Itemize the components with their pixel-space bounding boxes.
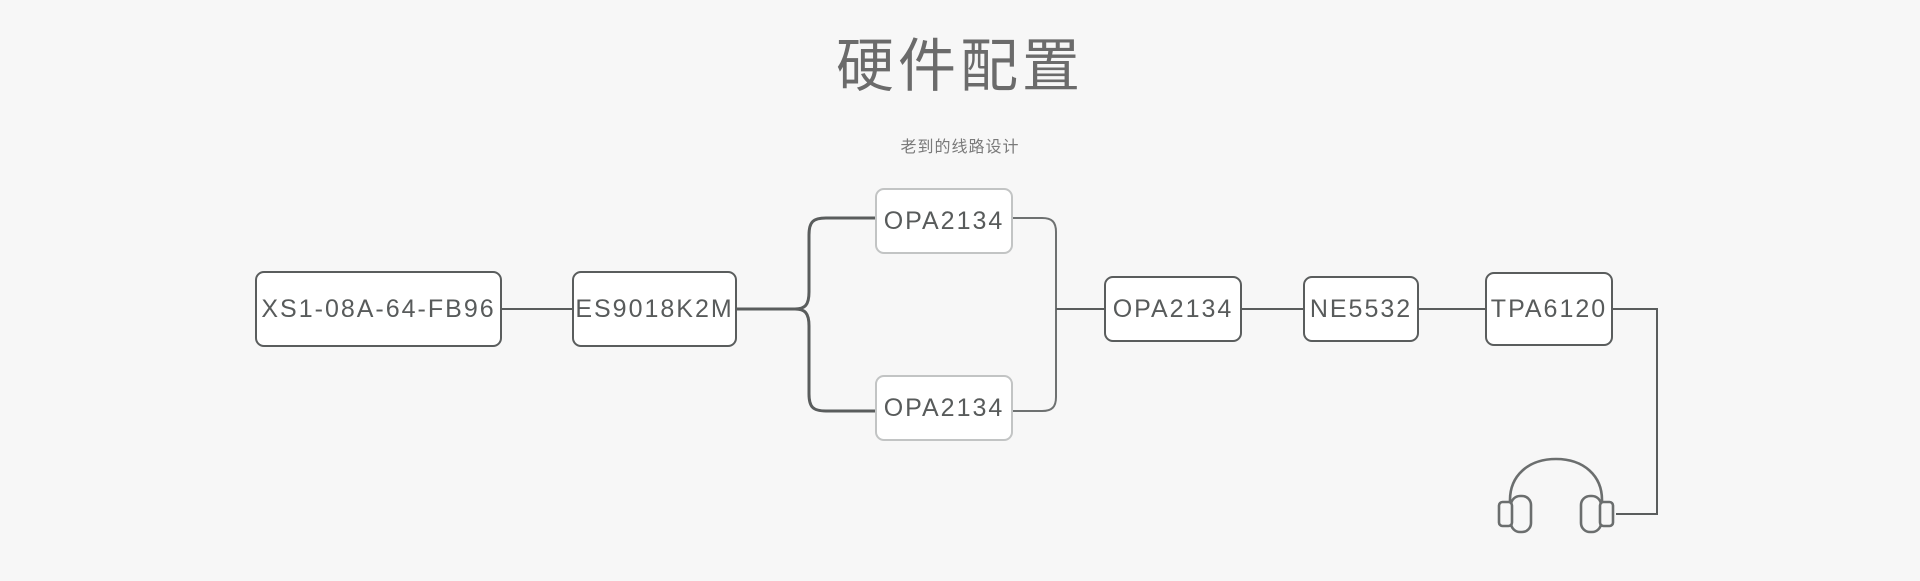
node-es9018k2m[interactable]: ES9018K2M [572, 271, 737, 347]
edge-tpa6120-to-headphone [1613, 308, 1658, 515]
edge-es9018-to-opa-bot [793, 307, 877, 413]
node-opa2134-bottom[interactable]: OPA2134 [875, 375, 1013, 441]
node-opa2134-mid[interactable]: OPA2134 [1104, 276, 1242, 342]
node-xs1-08a-64-fb96[interactable]: XS1-08A-64-FB96 [255, 271, 502, 347]
node-ne5532[interactable]: NE5532 [1303, 276, 1419, 342]
headphone-icon [1497, 457, 1615, 534]
node-tpa6120[interactable]: TPA6120 [1485, 272, 1613, 346]
edge-es9018-to-opa-top [793, 216, 877, 311]
edge-opa-bot-to-merge [1013, 309, 1057, 412]
node-opa2134-top[interactable]: OPA2134 [875, 188, 1013, 254]
edge-opa-top-to-merge [1013, 217, 1057, 309]
